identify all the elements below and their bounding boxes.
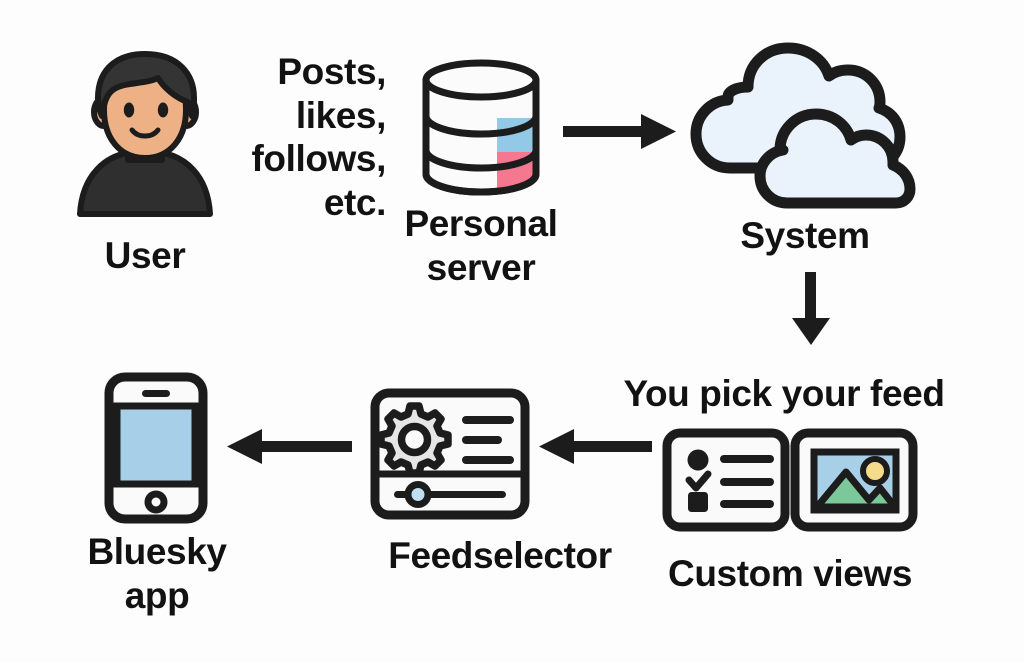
personal-server-label: Personal server	[404, 203, 558, 288]
database-cylinder-icon	[422, 59, 540, 196]
system-node	[686, 42, 922, 210]
feedselector-label: Feedselector	[388, 535, 612, 576]
feedselector-node	[370, 388, 530, 520]
arrow-server-to-system	[563, 112, 681, 152]
feedselector-card-icon	[370, 388, 530, 520]
bluesky-app-label: Bluesky app	[87, 531, 227, 616]
user-avatar-icon	[77, 51, 213, 217]
arrow-feedselector-to-app	[222, 427, 352, 467]
custom-views-label: Custom views	[668, 553, 912, 594]
personal-server-node	[418, 58, 544, 200]
arrow-system-to-feed	[787, 272, 835, 348]
image-card-icon	[790, 428, 918, 532]
cloud-icon	[690, 42, 916, 209]
phone-icon	[104, 372, 208, 524]
bluesky-app-node	[104, 372, 208, 524]
list-card-icon	[662, 428, 790, 532]
arrow-views-to-feedselector	[534, 427, 652, 467]
system-label: System	[740, 215, 870, 256]
gear-icon	[377, 402, 452, 477]
custom-views-node	[662, 428, 918, 532]
user-label: User	[104, 235, 186, 276]
flow-text-label: Posts, likes, follows, etc.	[251, 51, 386, 223]
pick-feed-label: You pick your feed	[623, 373, 945, 414]
user-node	[72, 48, 218, 220]
